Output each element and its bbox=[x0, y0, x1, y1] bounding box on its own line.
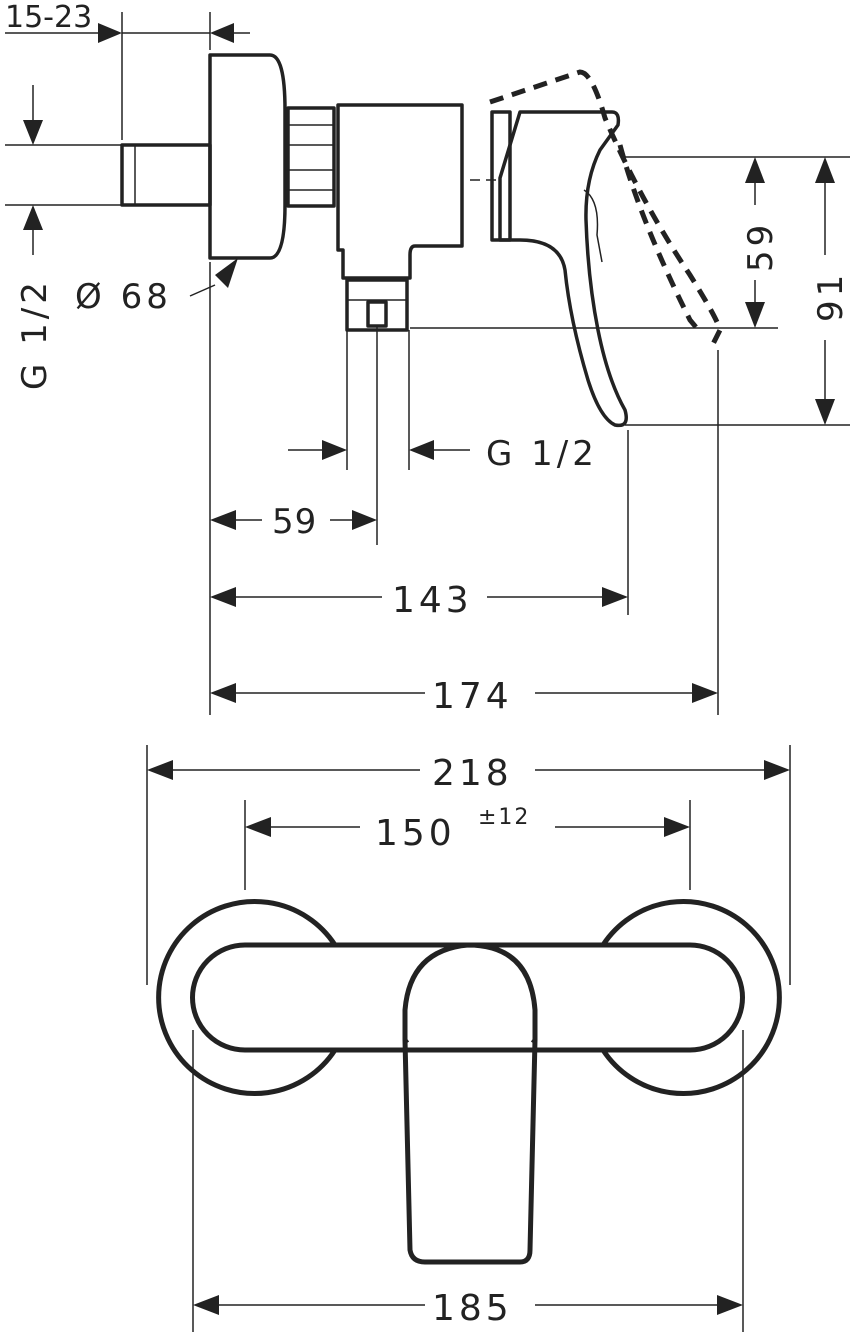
outlet-connector bbox=[345, 278, 409, 345]
dim-outlet-thread: G 1/2 bbox=[486, 434, 598, 474]
mixer-body-front bbox=[190, 942, 745, 1053]
dim-projection-body: 143 bbox=[392, 580, 473, 621]
lever-front bbox=[402, 942, 538, 1265]
lever-handle bbox=[498, 110, 628, 428]
rosette-left bbox=[156, 899, 338, 1096]
side-dimensions: 15-23 G 1/2 Ø 68 59 91 G 1/2 bbox=[5, 0, 850, 717]
dim-centre-tolerance: ±12 bbox=[478, 805, 530, 830]
front-dimensions: 218 150 ±12 185 bbox=[146, 745, 791, 1332]
front-view bbox=[156, 899, 782, 1265]
side-view bbox=[120, 53, 723, 428]
dim-overall-width: 218 bbox=[432, 753, 513, 794]
mixer-body bbox=[336, 103, 464, 280]
dim-body-width: 185 bbox=[432, 1288, 513, 1329]
hex-nut bbox=[286, 106, 336, 208]
dim-centre-distance: 150 bbox=[375, 813, 456, 854]
dim-inlet-thread: G 1/2 bbox=[15, 278, 55, 390]
rosette-right bbox=[600, 899, 782, 1096]
dim-thread-setback: 15-23 bbox=[5, 0, 92, 35]
dim-outlet-offset: 59 bbox=[272, 502, 317, 542]
lever-open-position bbox=[489, 69, 723, 352]
dim-handle-height-small: 59 bbox=[741, 221, 781, 272]
wall-rosette bbox=[208, 53, 287, 260]
dim-projection-total: 174 bbox=[432, 676, 513, 717]
dim-handle-height-large: 91 bbox=[811, 271, 850, 322]
dim-rosette-diameter: Ø 68 bbox=[75, 277, 172, 317]
